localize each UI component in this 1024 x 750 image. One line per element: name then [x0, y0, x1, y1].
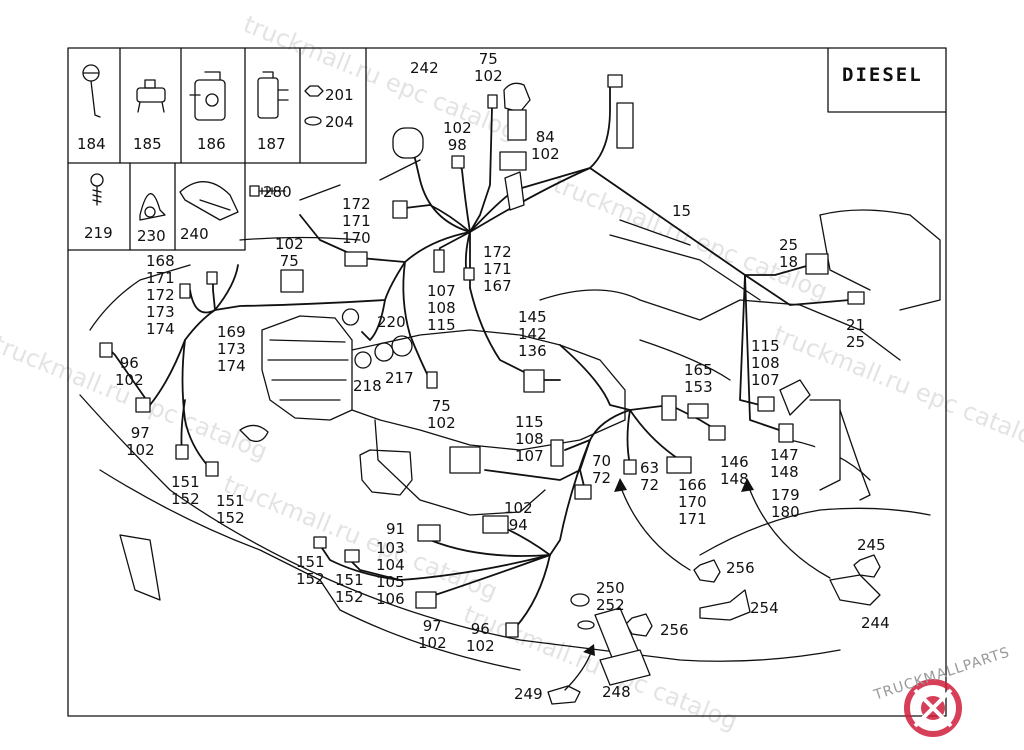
truckmallparts-logo: TRUCKMALLPARTS — [865, 644, 1015, 745]
callout-115-108-107-mid: 115 108 107 — [515, 413, 544, 465]
callout-96-102-left: 96 102 — [115, 354, 144, 389]
part-219-screw-icon — [90, 173, 104, 206]
callout-91: 91 — [386, 520, 406, 538]
engine-block — [239, 209, 941, 516]
callout-254: 254 — [750, 599, 779, 617]
legend-label-186: 186 — [197, 135, 226, 153]
callout-220: 220 — [377, 313, 406, 331]
legend-label-219: 219 — [84, 224, 113, 242]
legend-label-240: 240 — [180, 225, 209, 243]
part-185-icon — [136, 79, 166, 113]
part-230-clip-icon — [139, 193, 166, 221]
callout-218: 218 — [353, 377, 382, 395]
connectors — [99, 74, 865, 638]
diesel-box — [827, 47, 947, 113]
part-201-204-icon — [304, 85, 324, 126]
callout-96-102-bottom: 96 102 — [466, 620, 495, 655]
callout-250-252: 250 252 — [596, 579, 625, 614]
callout-75-102-mid: 75 102 — [427, 397, 456, 432]
callout-70-72: 70 72 — [592, 452, 612, 487]
parts-legend-grid — [67, 47, 367, 251]
arrow-heads — [583, 478, 754, 656]
callout-248: 248 — [602, 683, 631, 701]
callout-103-106: 103 104 105 106 — [376, 539, 405, 608]
callout-165-153: 165 153 — [684, 361, 713, 396]
callout-151-152-d: 151 152 — [335, 571, 364, 606]
part-280-bolt-icon — [249, 185, 286, 197]
callout-97-102-bottom: 97 102 — [418, 617, 447, 652]
callout-115-108-107-right: 115 108 107 — [751, 337, 780, 389]
callout-21-25: 21 25 — [846, 316, 866, 351]
callout-15: 15 — [672, 202, 692, 220]
vehicle-body-outline — [79, 159, 931, 671]
legend-label-201: 201 — [325, 86, 354, 104]
legend-label-204: 204 — [325, 113, 354, 131]
callout-166-170-171: 166 170 171 — [678, 476, 707, 528]
callout-151-152-b: 151 152 — [216, 492, 245, 527]
callout-169-173-174: 169 173 174 — [217, 323, 246, 375]
callout-102-98: 102 98 — [443, 119, 472, 154]
callout-75-102-top: 75 102 — [474, 50, 503, 85]
part-187-icon — [257, 71, 289, 119]
hardware-parts — [547, 554, 881, 705]
callout-107-108-115: 107 108 115 — [427, 282, 456, 334]
legend-label-280: 280 — [263, 183, 292, 201]
callout-172-171-167: 172 171 167 — [483, 243, 512, 295]
callout-249: 249 — [514, 685, 543, 703]
callout-256-b: 256 — [660, 621, 689, 639]
part-184-icon — [82, 64, 101, 118]
callout-151-152-c: 151 152 — [296, 553, 325, 588]
callout-102-75: 102 75 — [275, 235, 304, 270]
callout-63-72: 63 72 — [640, 459, 660, 494]
diagram-frame — [67, 47, 947, 717]
legend-label-187: 187 — [257, 135, 286, 153]
callout-168-174: 168 171 172 173 174 — [146, 252, 175, 338]
engine-type-label: DIESEL — [842, 64, 923, 86]
callout-146-148: 146 148 — [720, 453, 749, 488]
callout-97-102-left: 97 102 — [126, 424, 155, 459]
part-240-strap-icon — [179, 181, 239, 221]
callout-145-142-136: 145 142 136 — [518, 308, 547, 360]
callout-242: 242 — [410, 59, 439, 77]
callout-245: 245 — [857, 536, 886, 554]
callout-84-102: 84 102 — [531, 128, 560, 163]
callout-102-94: 102 94 — [504, 499, 533, 534]
legend-label-230: 230 — [137, 227, 166, 245]
callout-172-171-170: 172 171 170 — [342, 195, 371, 247]
callout-256-a: 256 — [726, 559, 755, 577]
callout-217: 217 — [385, 369, 414, 387]
part-186-icon — [189, 71, 226, 121]
legend-label-184: 184 — [77, 135, 106, 153]
callout-244: 244 — [861, 614, 890, 632]
callout-179-180: 179 180 — [771, 486, 800, 521]
legend-label-185: 185 — [133, 135, 162, 153]
wiring-harness — [107, 79, 851, 629]
callout-25-18: 25 18 — [779, 236, 799, 271]
callout-151-152-a: 151 152 — [171, 473, 200, 508]
callout-147-148: 147 148 — [770, 446, 799, 481]
